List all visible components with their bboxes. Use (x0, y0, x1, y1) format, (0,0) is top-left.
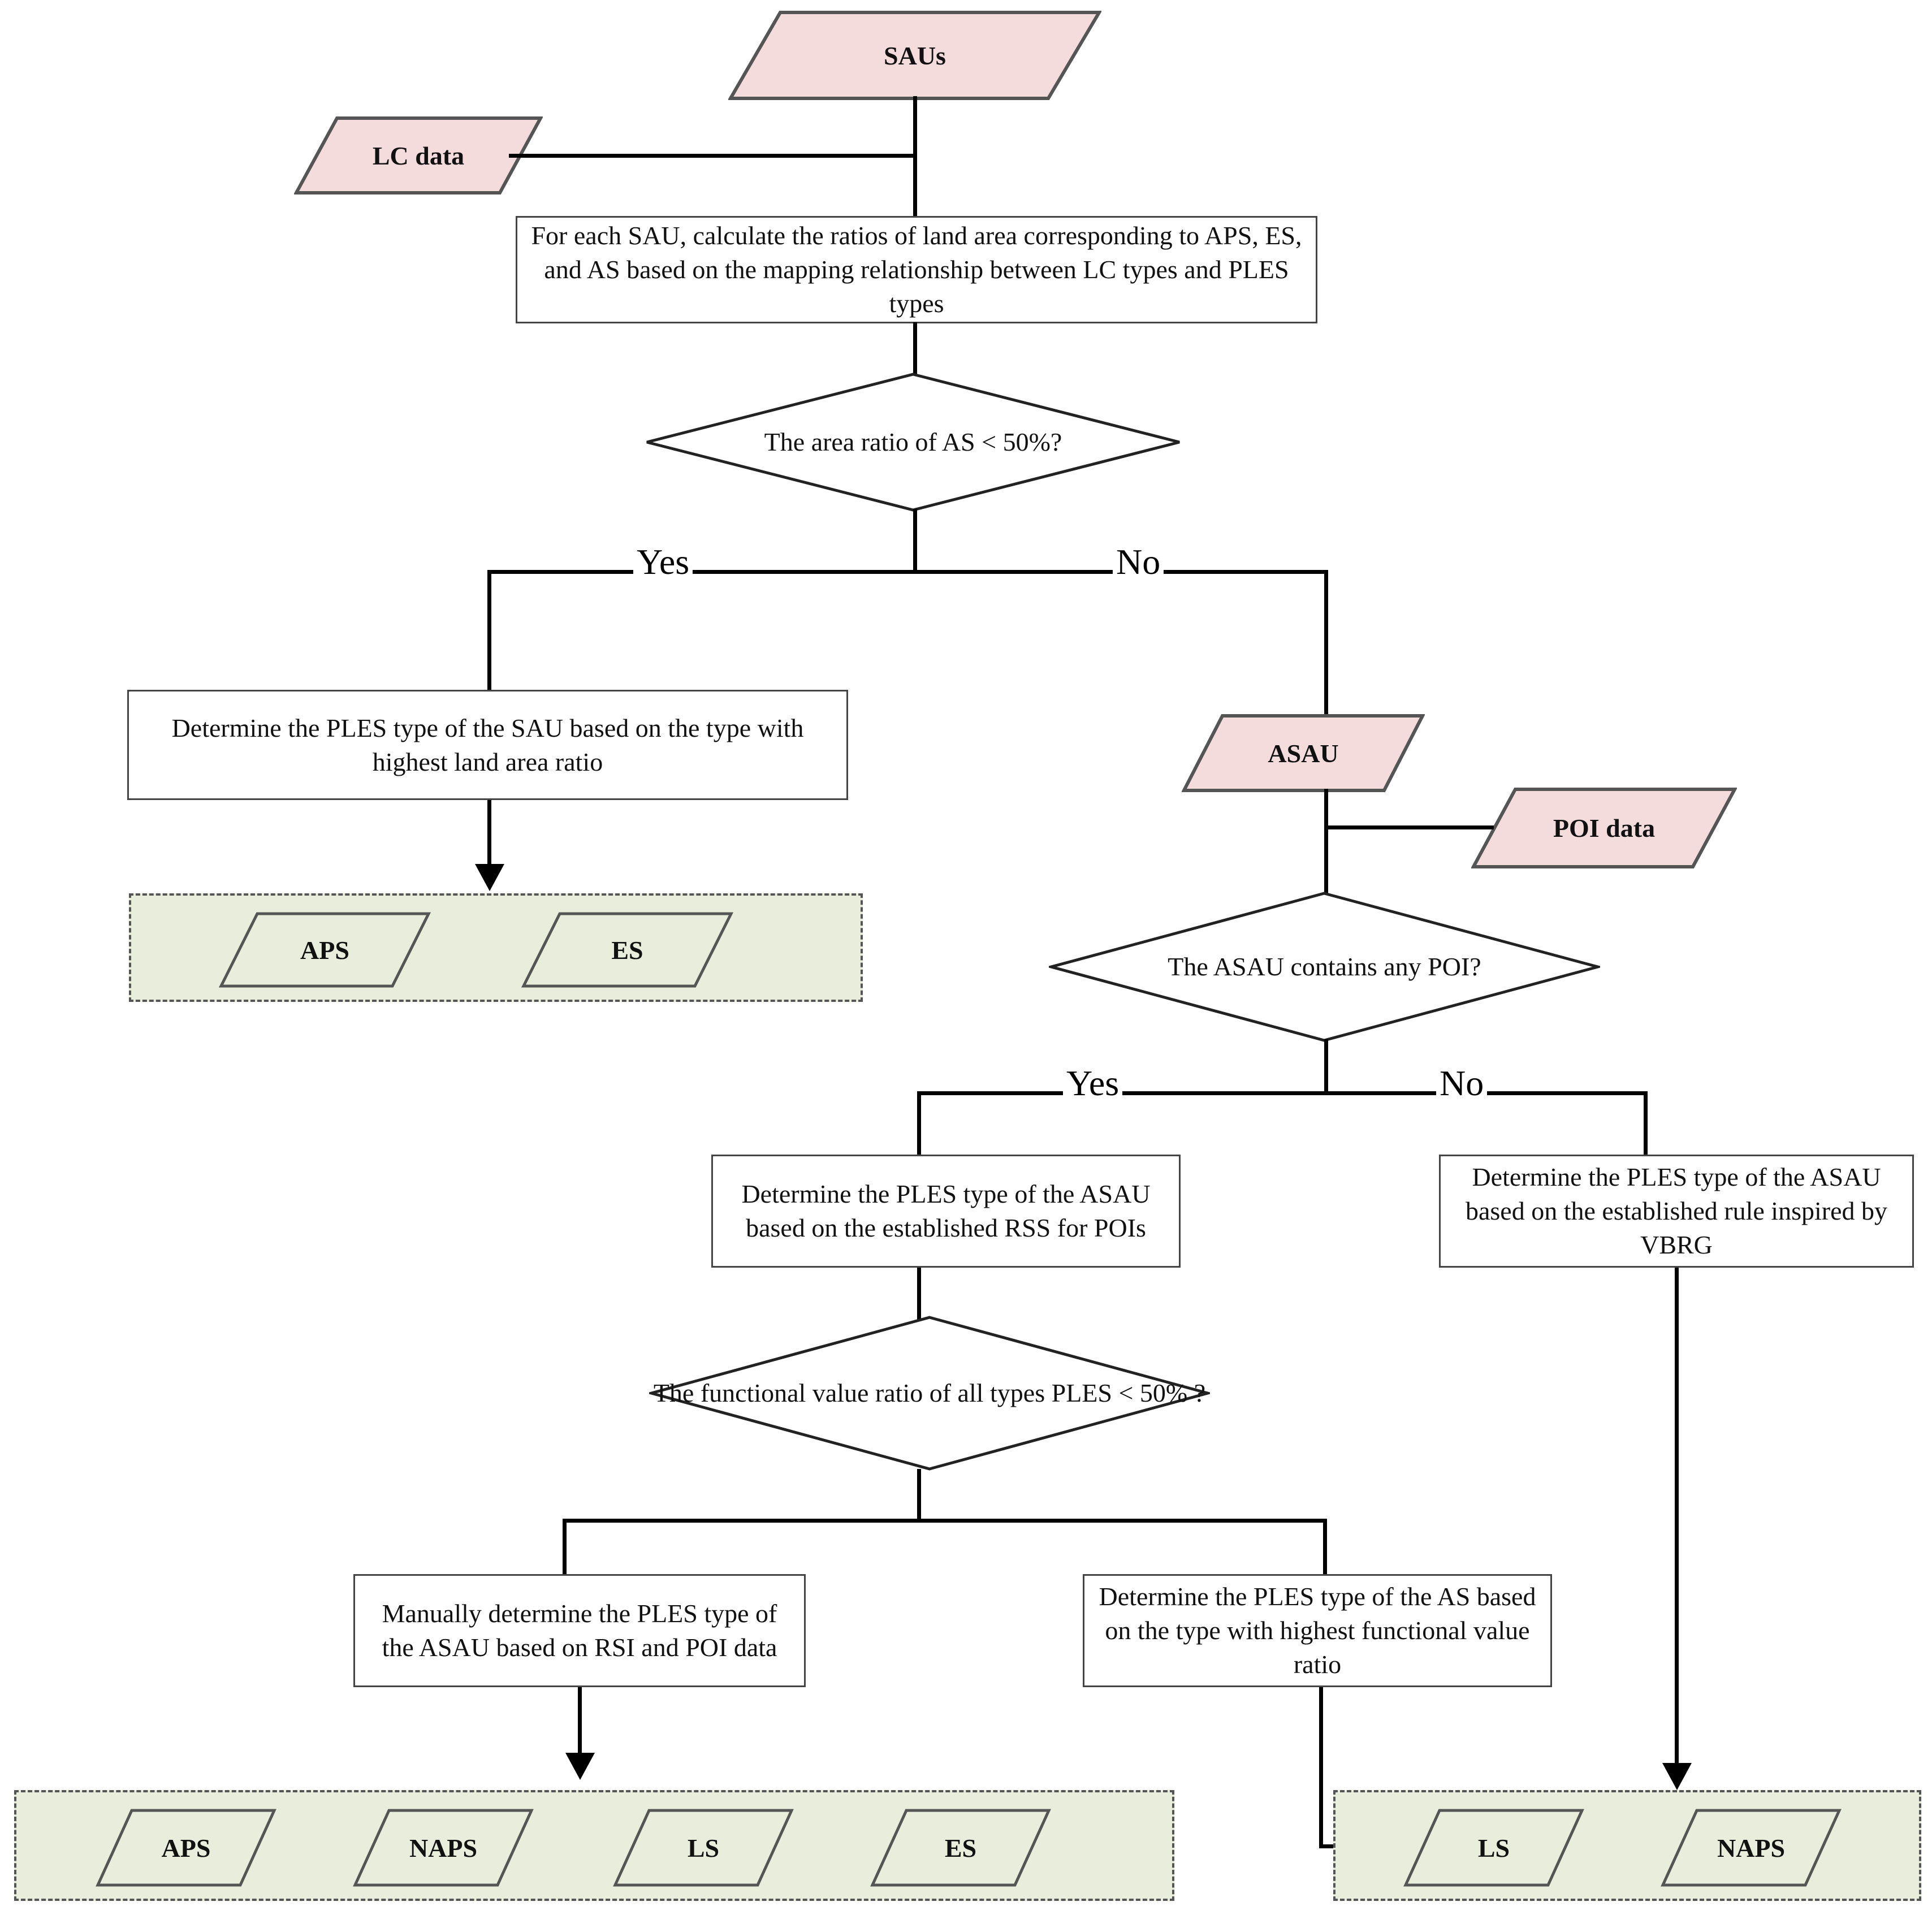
outcome-naps-bottom-right-label: NAPS (1717, 1833, 1786, 1862)
connector-calc-to-decision1 (913, 322, 917, 377)
node-decision-poi-label: The ASAU contains any POI? (1168, 952, 1481, 981)
branch-bar-decision1 (487, 570, 1328, 574)
node-decision-functional-label: The functional value ratio of all types … (653, 1378, 1206, 1407)
parallelogram-shape (218, 912, 431, 988)
branch-left-decision1 (487, 570, 491, 691)
node-manual-determine-label: Manually determine the PLES type of the … (382, 1599, 777, 1662)
connector-sauples-to-group (487, 800, 491, 867)
connector-vbrg-to-group (1675, 1268, 1679, 1765)
node-sau-source[interactable]: SAUs (727, 10, 1103, 101)
node-manual-determine[interactable]: Manually determine the PLES type of the … (353, 1574, 806, 1687)
node-determine-vbrg-label: Determine the PLES type of the ASAU base… (1465, 1162, 1888, 1259)
connector-manual-to-group (578, 1687, 582, 1756)
branch-left-decision3 (563, 1519, 567, 1575)
group-outcome-top: APS ES (129, 893, 863, 1002)
parallelogram-shape (1181, 714, 1425, 792)
connector-poidata-to-stem (1324, 825, 1494, 829)
diamond-shape (646, 1316, 1213, 1471)
node-determine-rss-label: Determine the PLES type of the ASAU base… (741, 1179, 1151, 1242)
connector-decision1-down (913, 509, 917, 572)
outcome-es-bottom-left[interactable]: ES (870, 1808, 1051, 1887)
node-determine-sau-ples-label: Determine the PLES type of the SAU based… (171, 713, 804, 776)
parallelogram-shape (1403, 1809, 1584, 1887)
arrowhead-vbrg-to-group (1662, 1763, 1692, 1790)
outcome-aps-top[interactable]: APS (218, 911, 431, 988)
outcome-ls-bottom-right[interactable]: LS (1403, 1808, 1584, 1887)
connector-decision3-down (917, 1469, 921, 1521)
branch-label-poi-no: No (1436, 1065, 1488, 1101)
node-determine-as-highest[interactable]: Determine the PLES type of the AS based … (1083, 1574, 1552, 1687)
branch-bar-decision2 (917, 1091, 1648, 1095)
node-determine-rss[interactable]: Determine the PLES type of the ASAU base… (711, 1155, 1181, 1268)
branch-right-decision3 (1323, 1519, 1327, 1575)
connector-lcdata-to-stem (509, 154, 916, 158)
outcome-aps-top-label: APS (300, 935, 349, 965)
outcome-aps-bottom[interactable]: APS (96, 1808, 276, 1887)
branch-right-decision1 (1324, 570, 1328, 717)
outcome-es-top[interactable]: ES (521, 911, 734, 988)
connector-ashighest-down (1319, 1687, 1323, 1847)
parallelogram-shape (353, 1809, 534, 1887)
node-asau-source-label: ASAU (1268, 738, 1339, 768)
node-decision-as-ratio[interactable]: The area ratio of AS < 50%? (645, 372, 1182, 512)
node-decision-functional[interactable]: The functional value ratio of all types … (646, 1315, 1213, 1471)
outcome-naps-bottom-label: NAPS (409, 1833, 478, 1862)
parallelogram-shape (293, 116, 544, 195)
outcome-ls-bottom-left-label: LS (687, 1833, 720, 1862)
node-decision-poi[interactable]: The ASAU contains any POI? (1045, 891, 1603, 1043)
node-determine-sau-ples[interactable]: Determine the PLES type of the SAU based… (127, 690, 848, 800)
node-determine-vbrg[interactable]: Determine the PLES type of the ASAU base… (1439, 1155, 1914, 1268)
outcome-aps-bottom-label: APS (161, 1833, 211, 1862)
node-calc-ratios-label: For each SAU, calculate the ratios of la… (531, 221, 1302, 318)
parallelogram-shape (1470, 788, 1738, 868)
outcome-naps-bottom[interactable]: NAPS (353, 1808, 534, 1887)
parallelogram-shape (96, 1809, 276, 1887)
outcome-es-bottom-left-label: ES (944, 1833, 977, 1862)
parallelogram-shape (870, 1809, 1051, 1887)
branch-label-as-no: No (1113, 544, 1164, 580)
parallelogram-shape (613, 1809, 794, 1887)
connector-rss-to-decision3 (917, 1268, 921, 1320)
branch-bar-decision3 (563, 1519, 1327, 1523)
branch-right-decision2 (1644, 1091, 1648, 1156)
branch-label-as-yes: Yes (633, 544, 693, 580)
group-outcome-bottom-left: APS NAPS LS ES (14, 1790, 1174, 1901)
parallelogram-shape (521, 912, 734, 988)
outcome-es-top-label: ES (611, 935, 643, 965)
connector-decision2-down (1324, 1039, 1328, 1095)
node-poi-data[interactable]: POI data (1470, 787, 1738, 869)
node-decision-as-ratio-label: The area ratio of AS < 50%? (764, 427, 1062, 456)
node-asau-source[interactable]: ASAU (1181, 714, 1425, 793)
branch-label-poi-yes: Yes (1063, 1065, 1123, 1101)
outcome-ls-bottom-left[interactable]: LS (613, 1808, 794, 1887)
node-lc-data-label: LC data (372, 141, 465, 170)
node-determine-as-highest-label: Determine the PLES type of the AS based … (1099, 1582, 1536, 1679)
outcome-naps-bottom-right[interactable]: NAPS (1661, 1808, 1842, 1887)
outcome-ls-bottom-right-label: LS (1477, 1833, 1510, 1862)
node-lc-data[interactable]: LC data (293, 116, 544, 195)
group-outcome-bottom-right: LS NAPS (1333, 1790, 1921, 1901)
node-poi-data-label: POI data (1553, 814, 1656, 842)
node-sau-source-label: SAUs (884, 41, 946, 70)
node-calc-ratios[interactable]: For each SAU, calculate the ratios of la… (516, 216, 1317, 323)
branch-left-decision2 (917, 1091, 921, 1156)
parallelogram-shape (727, 11, 1103, 100)
parallelogram-shape (1661, 1809, 1842, 1887)
arrowhead-to-outcome-top (475, 864, 504, 891)
connector-asau-to-decision2 (1324, 789, 1328, 956)
arrowhead-manual-to-group (565, 1753, 595, 1780)
